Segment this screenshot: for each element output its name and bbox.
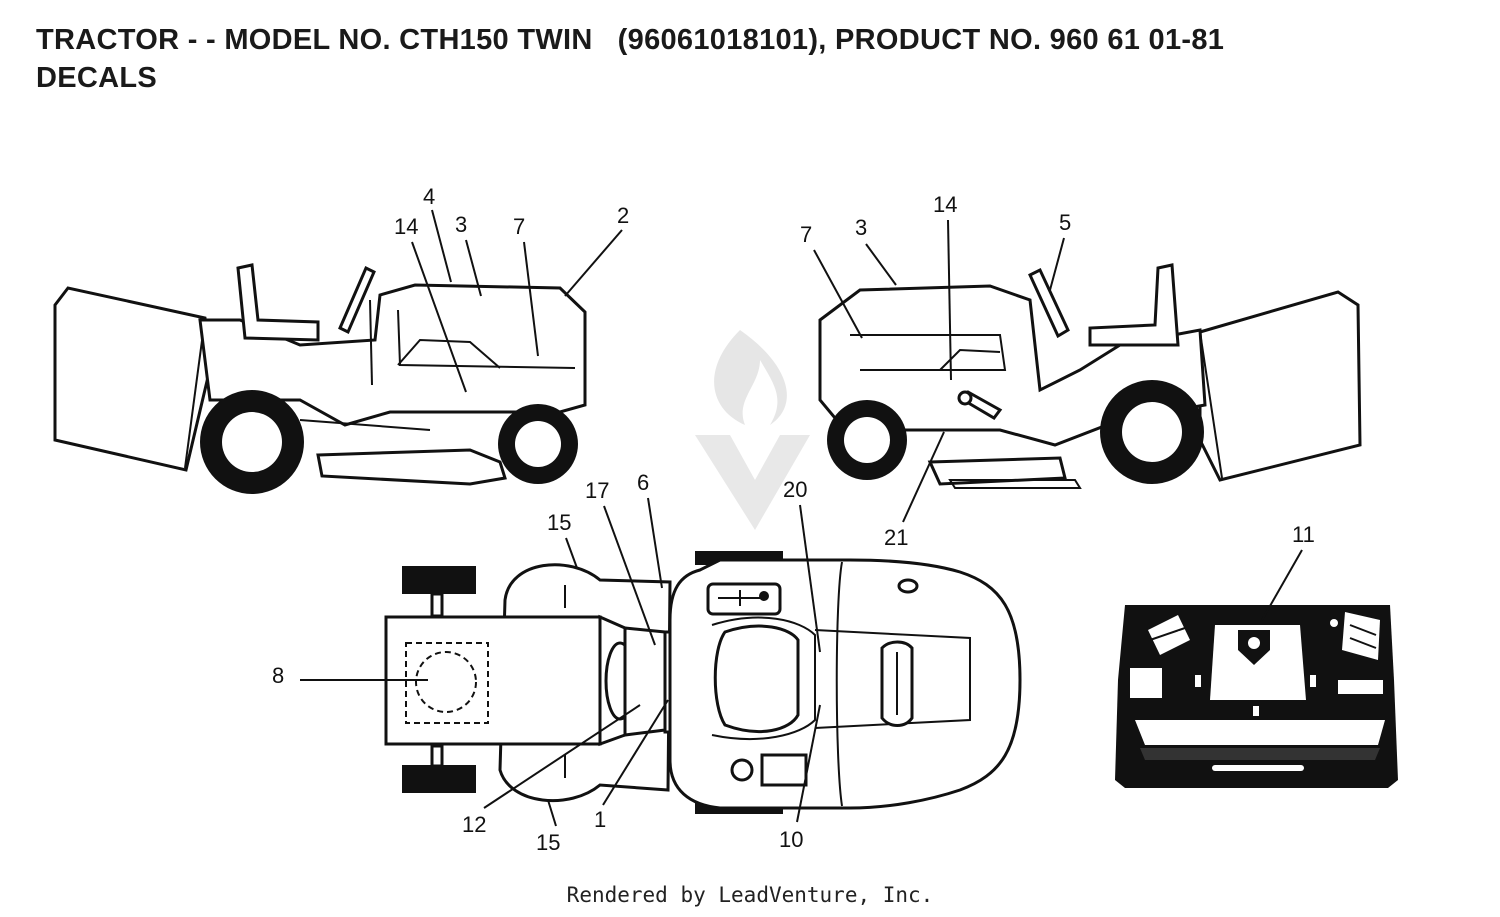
callout-label: 3 — [455, 212, 467, 237]
callout-label: 8 — [272, 663, 284, 688]
dashboard-view — [1115, 605, 1398, 788]
callout-label: 21 — [884, 525, 908, 550]
callout-label: 4 — [423, 184, 435, 209]
callout-label: 15 — [536, 830, 560, 855]
callout-label: 10 — [779, 827, 803, 852]
callout-label: 5 — [1059, 210, 1071, 235]
callout-label: 7 — [800, 222, 812, 247]
callout-label: 7 — [513, 214, 525, 239]
callout-label: 2 — [617, 203, 629, 228]
callout-label: 6 — [637, 470, 649, 495]
callout-label: 1 — [594, 807, 606, 832]
callout-label: 14 — [933, 192, 957, 217]
top-view — [384, 551, 1022, 814]
diagram-title: TRACTOR - - MODEL NO. CTH150 TWIN (96061… — [36, 24, 1225, 56]
callout-label: 12 — [462, 812, 486, 837]
right-side-view — [818, 263, 1362, 489]
callout-label: 15 — [547, 510, 571, 535]
callout-label: 17 — [585, 478, 609, 503]
footer-credit: Rendered by LeadVenture, Inc. — [566, 883, 934, 907]
callout-label: 3 — [855, 215, 867, 240]
callout-label: 14 — [394, 214, 418, 239]
diagram-subtitle: DECALS — [36, 62, 158, 94]
left-side-view — [53, 263, 587, 494]
callout-label: 11 — [1292, 522, 1315, 547]
flame-v-logo-icon — [695, 330, 810, 530]
callout-label: 20 — [783, 477, 807, 502]
